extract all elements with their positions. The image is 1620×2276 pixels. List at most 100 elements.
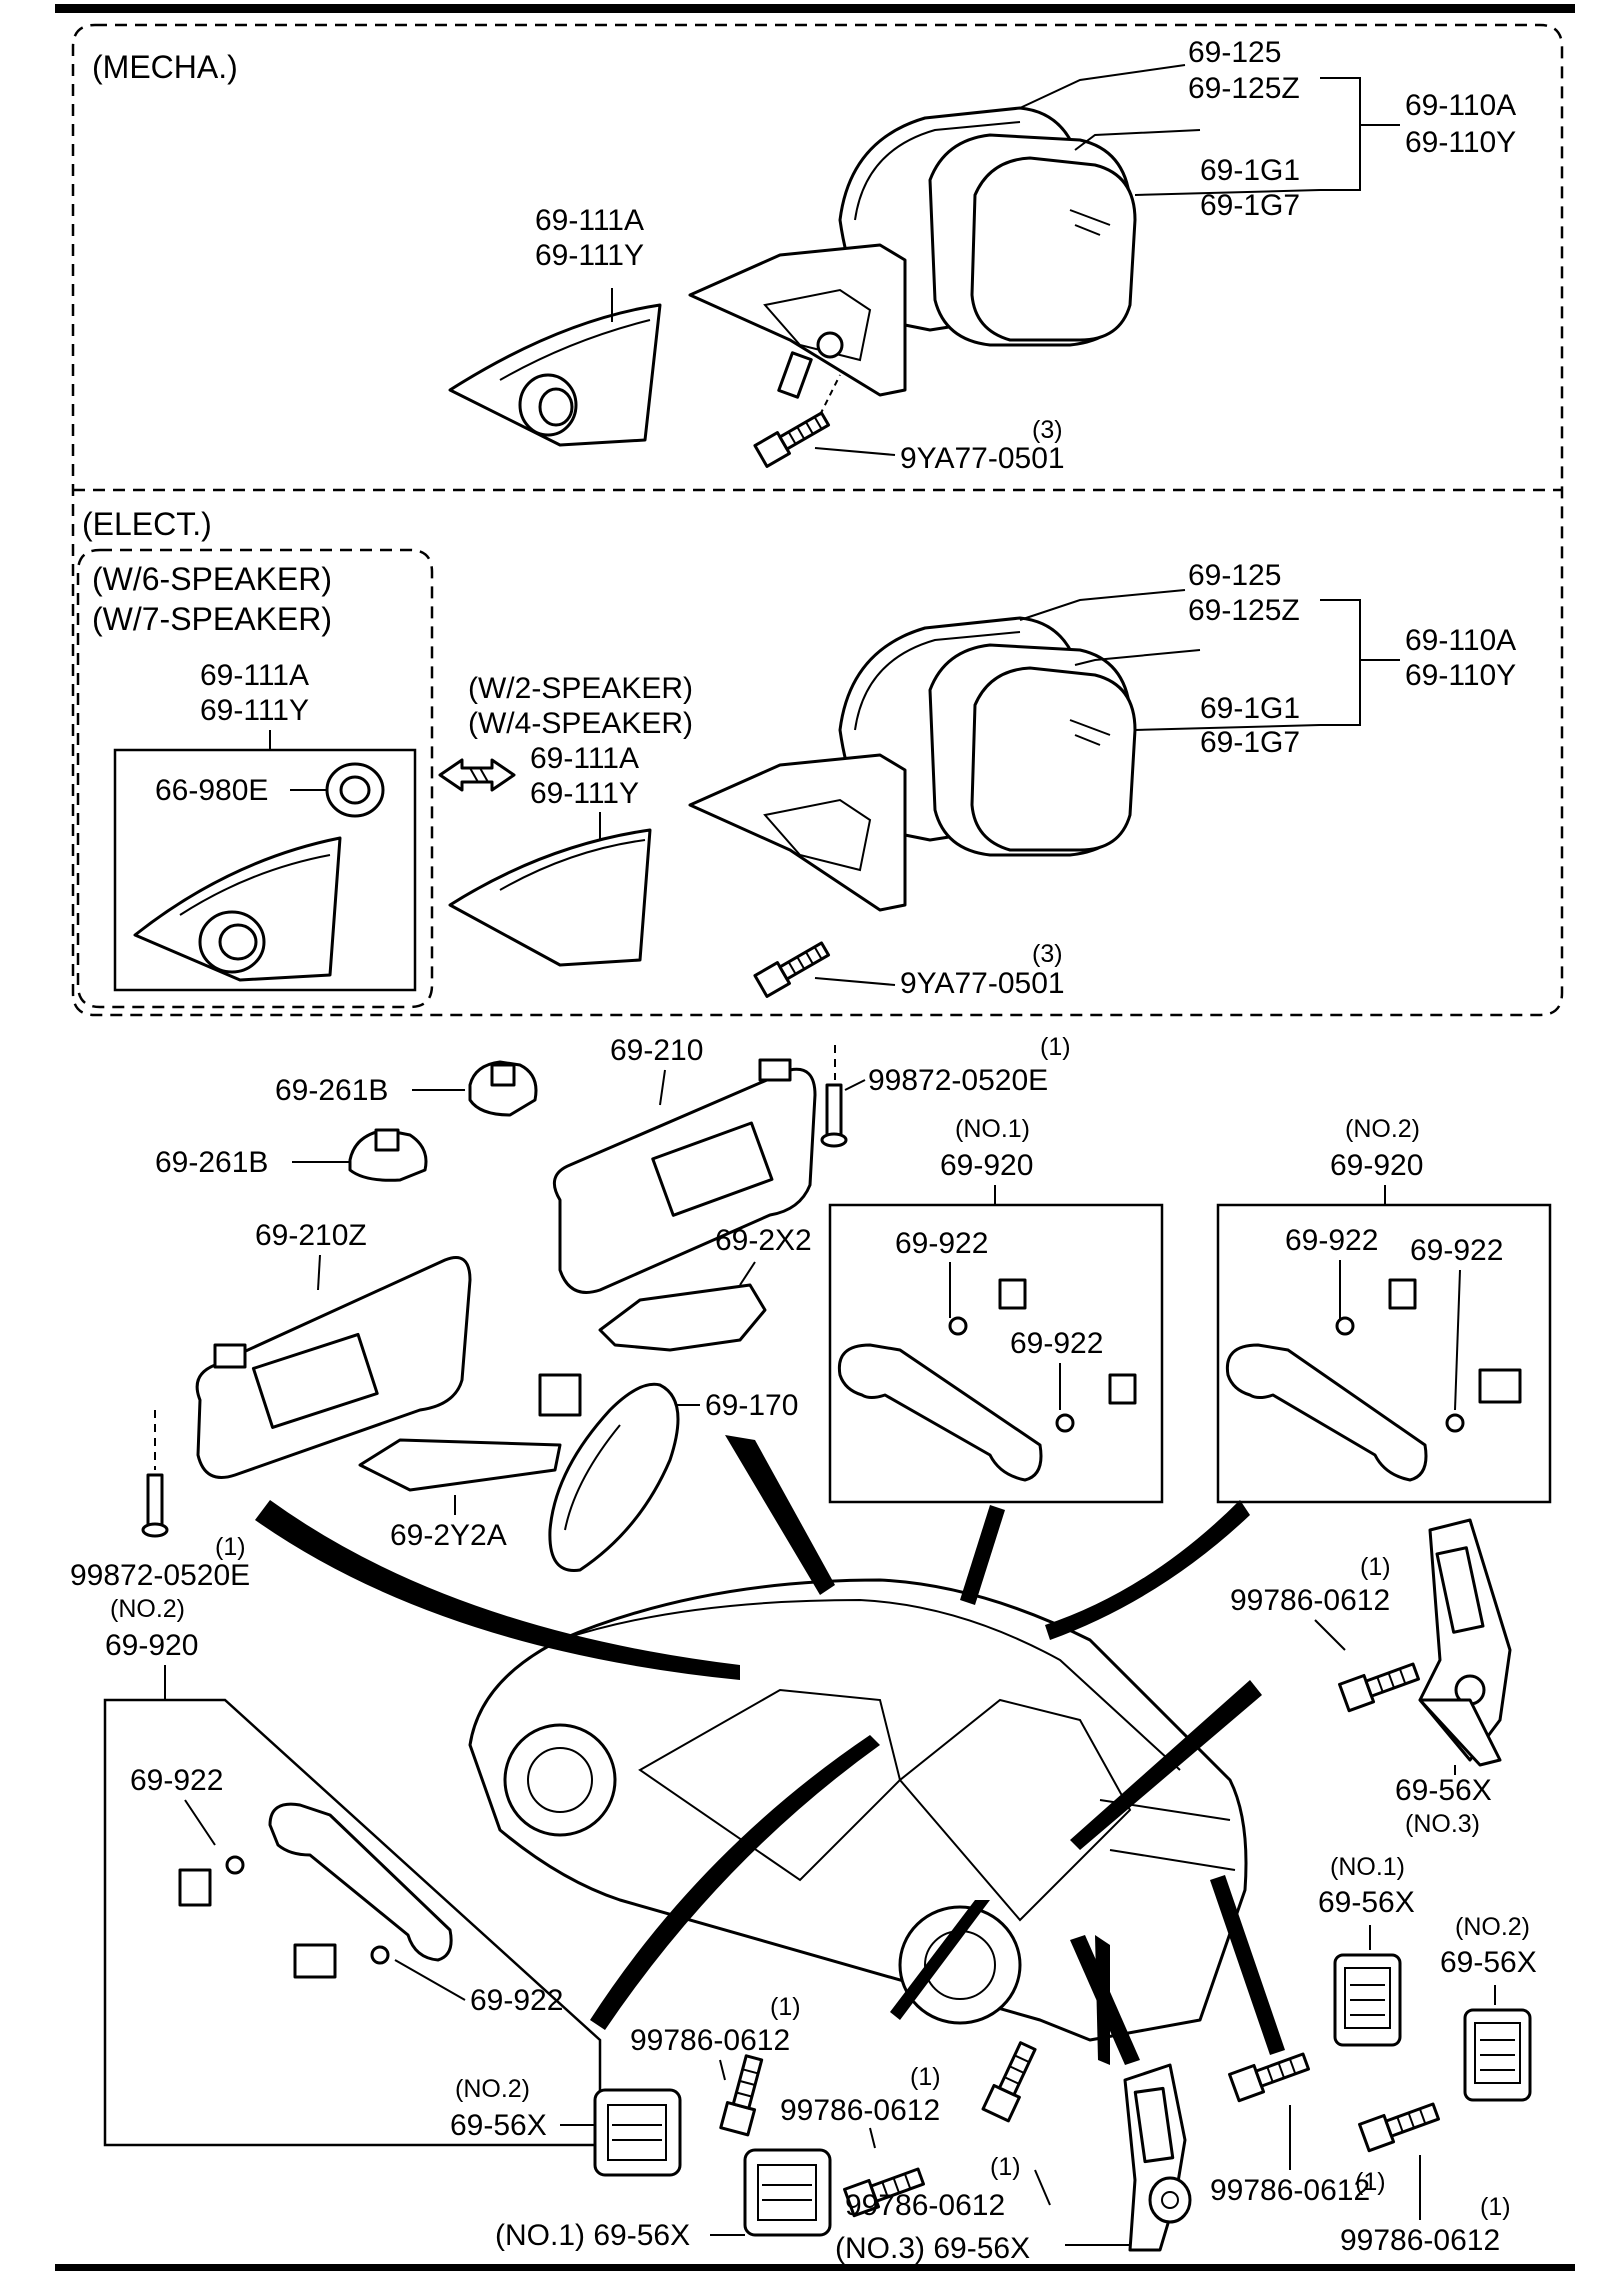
visor-holder-a	[468, 1060, 538, 1117]
label-69-920-no2-right: 69-920	[1330, 1149, 1423, 1182]
label-69-125: 69-125	[1188, 36, 1281, 69]
qty-1-99786-d: (1)	[770, 1993, 801, 2021]
label-99786-0612-d: 99786-0612	[630, 2024, 790, 2057]
qty-1-99786-e: (1)	[910, 2063, 941, 2091]
label-69-922-no1-a: 69-922	[895, 1227, 988, 1260]
label-69-922-no2-b: 69-922	[1410, 1234, 1503, 1267]
label-no3-right: (NO.3)	[1405, 1810, 1480, 1838]
label-69-111Y-w6: 69-111Y	[200, 694, 309, 727]
label-69-110A-elect: 69-110A	[1405, 624, 1516, 657]
label-69-110Y: 69-110Y	[1405, 126, 1516, 159]
label-69-1G7: 69-1G7	[1200, 189, 1300, 222]
qty-1-99786-b: (1)	[1355, 2168, 1386, 2196]
label-69-56X-no3-center: (NO.3) 69-56X	[835, 2232, 1030, 2265]
label-69-920-no1: 69-920	[940, 1149, 1033, 1182]
label-69-125Z-elect: 69-125Z	[1188, 594, 1300, 627]
qty-3-elect: (3)	[1032, 940, 1063, 968]
coat-hook-no1-right	[1333, 1953, 1402, 2047]
label-w4-speaker: (W/4-SPEAKER)	[468, 707, 693, 740]
label-no2-grip-left: (NO.2)	[110, 1595, 185, 1623]
qty-1-99872-bottom: (1)	[215, 1533, 246, 1561]
label-99872-0520E-bottom: 99872-0520E	[70, 1559, 250, 1592]
label-66-980E: 66-980E	[155, 774, 268, 807]
garnish-no-speaker	[448, 828, 652, 967]
label-69-56X-no2-right: 69-56X	[1440, 1946, 1537, 1979]
label-99786-0612-b: 99786-0612	[1210, 2174, 1370, 2207]
top-border	[55, 4, 1575, 13]
mecha-mirror-assembly	[448, 106, 1137, 468]
label-99786-0612-e: 99786-0612	[780, 2094, 940, 2127]
label-69-1G1-elect: 69-1G1	[1200, 692, 1300, 725]
label-69-922-left-a: 69-922	[130, 1764, 223, 1797]
qty-1-99786-a: (1)	[1360, 1553, 1391, 1581]
visor-screw-top	[820, 1083, 848, 1148]
bolt-99786-e	[843, 2167, 925, 2218]
interchange-arrow	[438, 758, 516, 792]
label-no2-grip-right: (NO.2)	[1345, 1115, 1420, 1143]
label-w2-speaker: (W/2-SPEAKER)	[468, 672, 693, 705]
label-69-210: 69-210	[610, 1034, 703, 1067]
qty-1-99786-c: (1)	[1480, 2193, 1511, 2221]
label-69-922-left-b: 69-922	[470, 1984, 563, 2017]
label-9YA77-0501-mecha: 9YA77-0501	[900, 442, 1065, 475]
bolt-99786-f	[981, 2041, 1037, 2123]
label-69-111A-w2: 69-111A	[530, 742, 639, 775]
label-69-111Y: 69-111Y	[535, 239, 644, 272]
label-no2-hook-right: (NO.2)	[1455, 1913, 1530, 1941]
mirror-frame	[71, 23, 1564, 1017]
label-69-922-no1-b: 69-922	[1010, 1327, 1103, 1360]
label-69-261B-b: 69-261B	[155, 1146, 268, 1179]
label-99872-0520E-top: 99872-0520E	[868, 1064, 1048, 1097]
elect-mirror-assembly	[688, 616, 1137, 998]
label-w7-speaker: (W/7-SPEAKER)	[92, 601, 332, 637]
section-mecha: (MECHA.)	[92, 49, 238, 85]
label-69-110A: 69-110A	[1405, 89, 1516, 122]
visor-screw-bottom	[141, 1473, 169, 1538]
label-69-111A-w6: 69-111A	[200, 659, 309, 692]
label-no2-hook-left: (NO.2)	[455, 2075, 530, 2103]
label-69-920-no2-left: 69-920	[105, 1629, 198, 1662]
label-69-1G1: 69-1G1	[1200, 154, 1300, 187]
label-69-56X-no2-left: 69-56X	[450, 2109, 547, 2142]
label-69-170: 69-170	[705, 1389, 798, 1422]
mirror-cover-69-2X2	[598, 1283, 767, 1352]
label-no1-grip: (NO.1)	[955, 1115, 1030, 1143]
label-69-261B-a: 69-261B	[275, 1074, 388, 1107]
qty-1-99786-f: (1)	[990, 2153, 1021, 2181]
label-69-56X-no1-right: 69-56X	[1318, 1886, 1415, 1919]
bolt-99786-d	[719, 2054, 764, 2137]
label-69-922-no2-a: 69-922	[1285, 1224, 1378, 1257]
rearview-mirror-69-170	[538, 1373, 680, 1572]
coat-hook-no2-left	[593, 2088, 682, 2177]
label-99786-0612-c: 99786-0612	[1340, 2224, 1500, 2257]
label-69-56X-no3-right: 69-56X	[1395, 1774, 1492, 1807]
cover-69-2Y2A	[358, 1438, 562, 1492]
label-69-2X2: 69-2X2	[715, 1224, 812, 1257]
assist-grip-no1	[837, 1278, 1137, 1482]
sun-visor-69-210	[552, 1058, 817, 1294]
qty-1-99872-top: (1)	[1040, 1033, 1071, 1061]
pointer-bands	[255, 1435, 1285, 2065]
label-no1-hook-right: (NO.1)	[1330, 1853, 1405, 1881]
label-69-56X-no1-left: (NO.1) 69-56X	[495, 2219, 690, 2252]
label-69-1G7-elect: 69-1G7	[1200, 726, 1300, 759]
label-69-2Y2A: 69-2Y2A	[390, 1519, 507, 1552]
assist-grip-no2-left	[178, 1802, 453, 1979]
bottom-border	[55, 2264, 1575, 2271]
bolt-99786-b	[1228, 2052, 1310, 2103]
label-w6-speaker: (W/6-SPEAKER)	[92, 561, 332, 597]
label-69-210Z: 69-210Z	[255, 1219, 367, 1252]
bolt-99786-a	[1338, 1662, 1420, 1713]
section-elect: (ELECT.)	[82, 506, 212, 542]
assist-grip-no2-right	[1225, 1278, 1522, 1482]
qty-3-mecha: (3)	[1032, 416, 1063, 444]
label-69-125Z: 69-125Z	[1188, 72, 1300, 105]
sun-visor-69-210Z	[195, 1256, 472, 1479]
label-69-125-elect: 69-125	[1188, 559, 1281, 592]
tweeter-speaker	[325, 762, 385, 818]
label-99786-0612-f: 99786-0612	[845, 2189, 1005, 2222]
vehicle-outline	[468, 1578, 1248, 2042]
label-99786-0612-a: 99786-0612	[1230, 1584, 1390, 1617]
label-9YA77-0501-elect: 9YA77-0501	[900, 967, 1065, 1000]
